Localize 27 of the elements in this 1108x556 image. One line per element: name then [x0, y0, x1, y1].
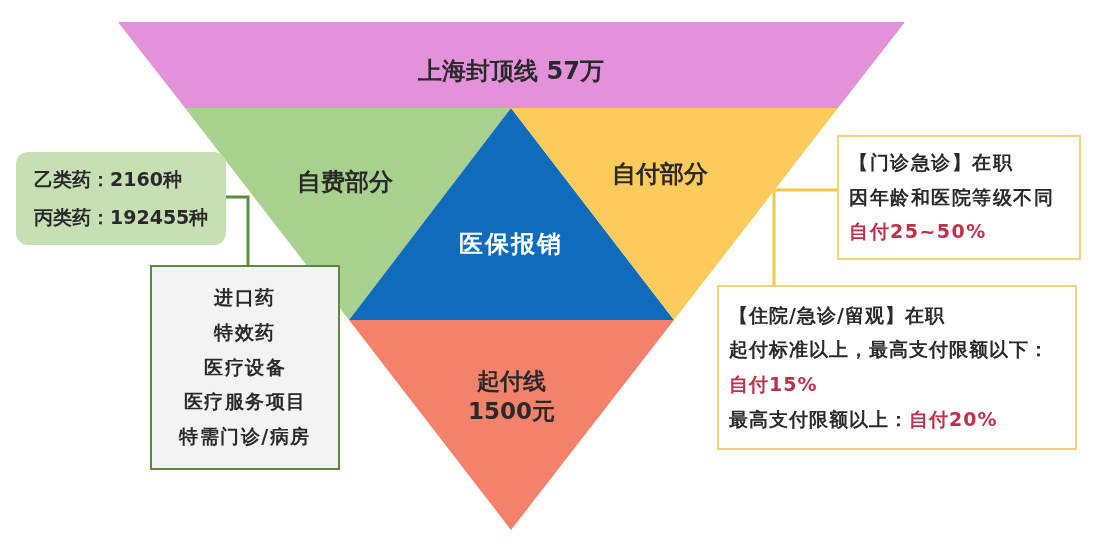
- note-text: 【门诊急诊】在职: [849, 151, 1013, 174]
- list-item: 特需门诊/病房: [179, 424, 311, 447]
- segment-label: 医保报销: [459, 229, 563, 261]
- list-item: 医疗服务项目: [183, 390, 307, 413]
- rate-text: 自付25~50%: [849, 220, 987, 243]
- note-text: 起付标准以上，最高支付限额以下：: [729, 338, 1049, 361]
- drug-count-text: 丙类药：192455种: [34, 205, 209, 228]
- note-text: 因年龄和医院等级不同: [849, 185, 1054, 208]
- segment-label: 起付线 1500元: [468, 367, 554, 426]
- rate-text: 自付20%: [909, 407, 998, 430]
- drug-count-text: 乙类药：2160种: [34, 167, 182, 190]
- rate-text: 自付15%: [729, 373, 818, 395]
- connector-line: [774, 188, 837, 192]
- info-panel: [16, 152, 226, 245]
- note-text: 【住院/急诊/留观】在职: [729, 303, 945, 326]
- band-title: 上海封顶线 57万: [418, 56, 604, 88]
- note-panel: [837, 135, 1081, 260]
- segment-label: 自费部分: [297, 167, 393, 199]
- connector-line: [226, 195, 250, 265]
- note-panel: [717, 285, 1077, 450]
- segment-label: 自付部分: [612, 159, 708, 191]
- list-item: 医疗设备: [204, 355, 286, 378]
- note-text: 最高支付限额以上：: [729, 407, 909, 430]
- list-item: 进口药: [214, 286, 276, 309]
- list-item: 特效药: [214, 321, 276, 344]
- list-panel: [150, 265, 340, 470]
- connector-line: [772, 190, 776, 285]
